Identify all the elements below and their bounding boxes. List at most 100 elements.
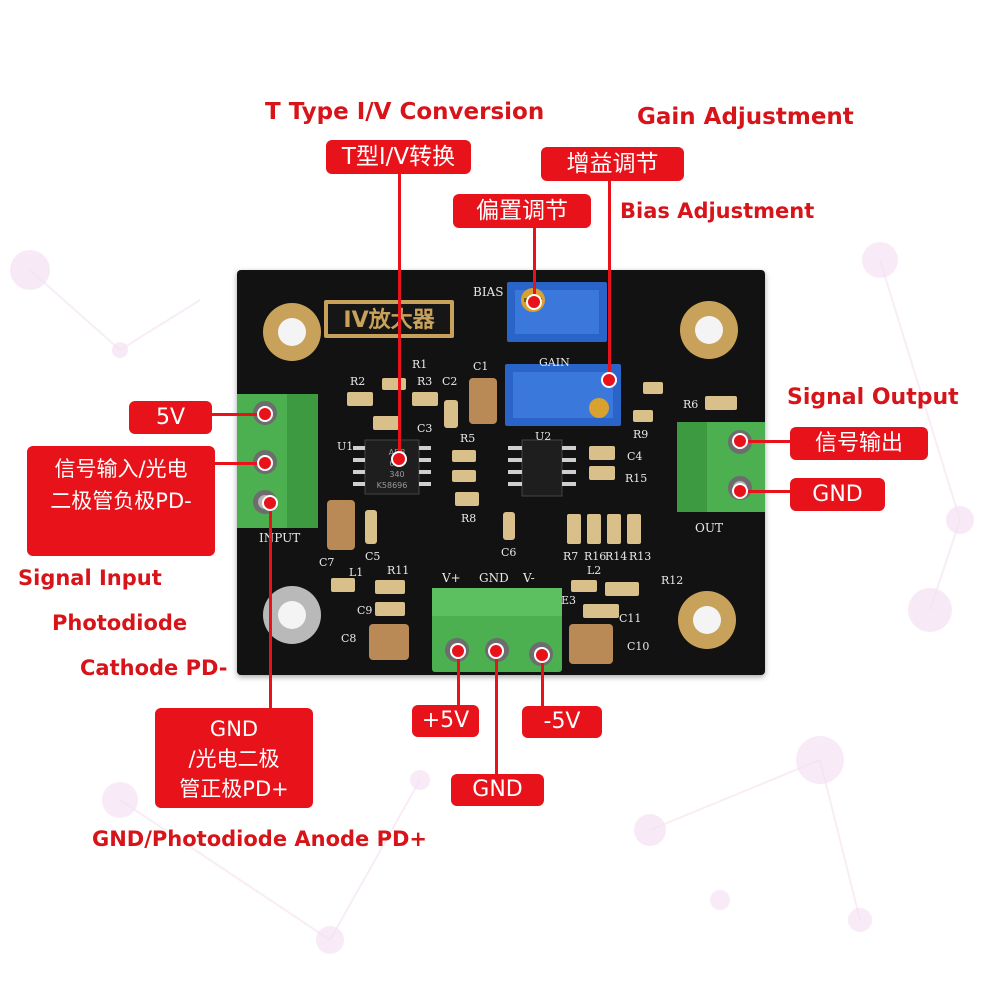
label-t-type-en: T Type I/V Conversion	[265, 99, 545, 125]
line-plus5v	[457, 650, 460, 708]
gain-potentiometer	[505, 364, 621, 426]
label-photodiode-en: Photodiode	[52, 611, 188, 635]
dot-minus5v	[534, 647, 550, 663]
silk-r12: R12	[661, 574, 683, 587]
line-gnd-bottom	[495, 650, 498, 774]
line-minus5v	[541, 655, 544, 708]
power-header-vminus: V-	[522, 571, 535, 585]
mounting-hole-top-right	[680, 301, 738, 359]
silk-r16: R16	[584, 550, 606, 563]
silk-r3: R3	[417, 375, 432, 388]
dot-5v	[257, 406, 273, 422]
signal-input-cn-line1: 信号输入/光电	[54, 457, 188, 481]
silk-c11: C11	[619, 612, 641, 625]
gnd-pd-cn-line3: 管正极PD+	[179, 777, 289, 801]
line-bias	[533, 222, 536, 306]
dot-gnd-pd	[262, 495, 278, 511]
dot-t-type	[391, 451, 407, 467]
silk-r15: R15	[625, 472, 647, 485]
label-plus5v: +5V	[412, 705, 479, 737]
silk-r8: R8	[461, 512, 476, 525]
dot-gnd-bottom	[488, 643, 504, 659]
mounting-hole-top-left	[263, 303, 321, 361]
dot-gain	[601, 372, 617, 388]
u2-label: U2	[535, 430, 551, 443]
dot-bias	[526, 294, 542, 310]
label-cathode-en: Cathode PD-	[80, 656, 228, 680]
silk-e3: E3	[561, 594, 576, 607]
label-minus5v: -5V	[522, 706, 602, 738]
silk-r6: R6	[683, 398, 698, 411]
label-t-type-cn: T型I/V转换	[326, 140, 471, 174]
label-out-gnd: GND	[790, 478, 885, 511]
line-t-type	[398, 170, 401, 460]
u1-label: U1	[337, 440, 353, 453]
line-signal-input	[213, 462, 265, 465]
silk-c6: C6	[501, 546, 516, 559]
silk-c4: C4	[627, 450, 642, 463]
dot-signal-output	[732, 433, 748, 449]
label-signal-input-en: Signal Input	[18, 566, 162, 590]
silk-c7: C7	[319, 556, 334, 569]
silk-c9: C9	[357, 604, 372, 617]
silk-r7: R7	[563, 550, 578, 563]
signal-input-cn-line2: 二极管负极PD-	[50, 489, 192, 513]
silk-r1: R1	[412, 358, 427, 371]
output-terminal-block	[677, 422, 765, 512]
silk-c3: C3	[417, 422, 432, 435]
bias-silkscreen: BIAS	[473, 285, 503, 299]
mounting-hole-bottom-right	[678, 591, 736, 649]
silk-r2: R2	[350, 375, 365, 388]
dot-out-gnd	[732, 483, 748, 499]
input-silkscreen: INPUT	[259, 531, 300, 545]
label-5v: 5V	[129, 401, 212, 434]
label-signal-output-cn: 信号输出	[790, 427, 928, 460]
silk-r5: R5	[460, 432, 475, 445]
u1-marking-3: 340	[389, 470, 404, 479]
power-header-gnd: GND	[479, 571, 509, 585]
board-graphics: IV放大器 BIAS GAIN	[237, 282, 765, 672]
pcb-board: IV放大器 BIAS GAIN	[237, 270, 765, 675]
mounting-hole-bottom-left	[263, 586, 321, 644]
label-gnd-bottom: GND	[451, 774, 544, 806]
silk-l2: L2	[587, 564, 601, 577]
silk-r11: R11	[387, 564, 409, 577]
line-signal-output	[740, 440, 792, 443]
label-signal-output-en: Signal Output	[787, 385, 959, 410]
silk-c1: C1	[473, 360, 488, 373]
ic-u1: AD8 625 340 K58696	[353, 439, 431, 495]
label-gain-en: Gain Adjustment	[637, 104, 854, 130]
label-gnd-pd-en: GND/Photodiode Anode PD+	[92, 827, 428, 851]
dot-plus5v	[450, 643, 466, 659]
gain-silkscreen: GAIN	[539, 356, 570, 369]
dot-signal-input	[257, 455, 273, 471]
out-silkscreen: OUT	[695, 521, 723, 535]
silk-c5: C5	[365, 550, 380, 563]
bias-potentiometer	[507, 282, 607, 342]
silk-r13: R13	[629, 550, 651, 563]
line-gnd-pd	[269, 502, 272, 712]
silk-r14: R14	[605, 550, 627, 563]
gnd-pd-cn-line1: GND	[209, 717, 259, 741]
silk-c10: C10	[627, 640, 649, 653]
u1-marking-4: K58696	[377, 481, 408, 490]
silk-l1: L1	[349, 566, 363, 579]
power-header-vplus: V+	[441, 571, 461, 585]
ic-u2	[508, 439, 576, 497]
label-gnd-pd-cn: GND /光电二极 管正极PD+	[155, 708, 313, 808]
label-gain-cn: 增益调节	[541, 147, 684, 181]
silk-r9: R9	[633, 428, 648, 441]
line-5v	[210, 413, 265, 416]
line-out-gnd	[740, 490, 792, 493]
silk-c8: C8	[341, 632, 356, 645]
gnd-pd-cn-line2: /光电二极	[188, 747, 280, 771]
smd-components	[327, 378, 737, 664]
label-bias-cn: 偏置调节	[453, 194, 591, 228]
title-plate-inner	[328, 304, 450, 334]
label-signal-input-cn: 信号输入/光电 二极管负极PD-	[27, 446, 215, 556]
line-gain	[608, 176, 611, 382]
label-bias-en: Bias Adjustment	[620, 199, 815, 223]
board-title: IV放大器	[343, 307, 435, 333]
